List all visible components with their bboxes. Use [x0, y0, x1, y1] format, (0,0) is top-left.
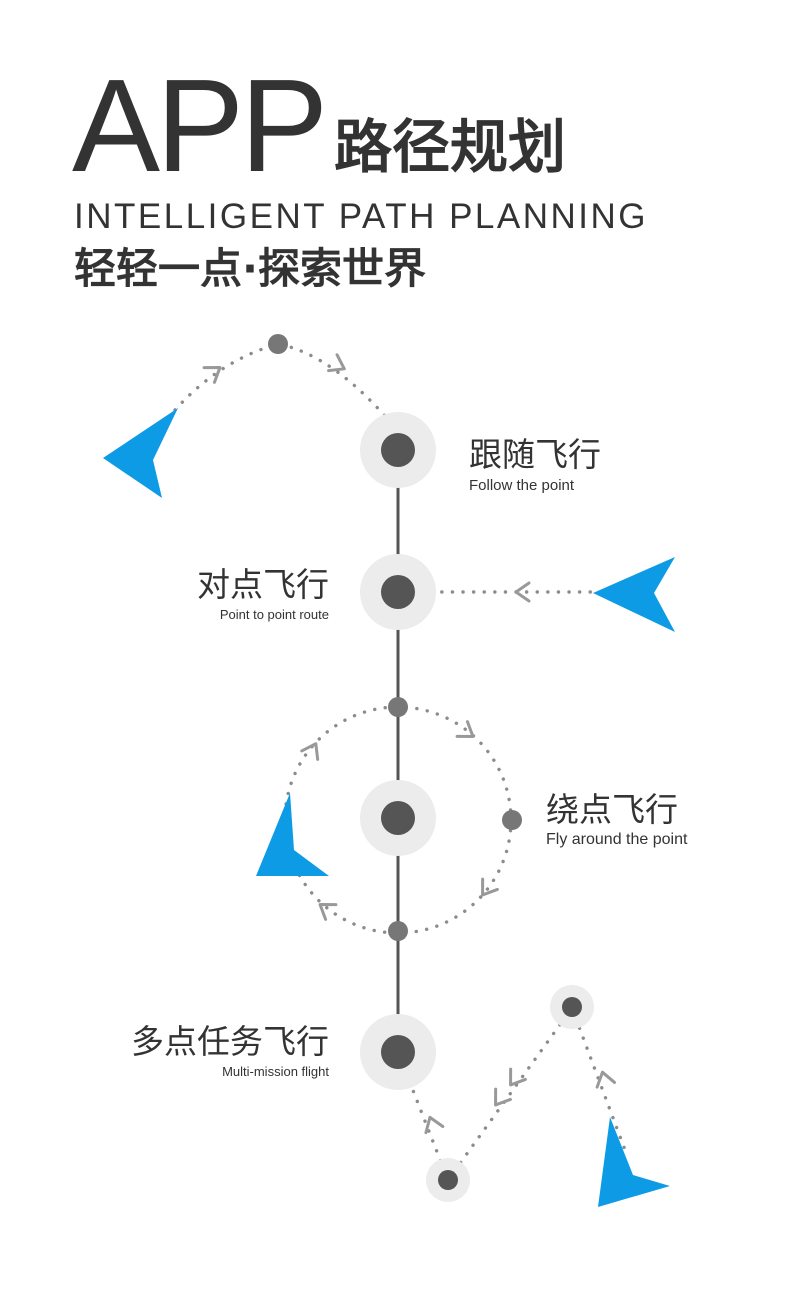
navigation-arrow-icon	[593, 557, 675, 632]
direction-chevron-icon	[481, 877, 499, 897]
feature-title-en: INTELLIGENT PATH PLANNING	[74, 197, 648, 236]
navigation-arrow-icon	[598, 1117, 670, 1207]
waypoint-node-icon	[381, 433, 415, 467]
navigation-arrow-icon	[256, 793, 329, 876]
waypoint-node-icon	[381, 801, 415, 835]
mode-follow-subtitle: Follow the point	[469, 477, 575, 494]
timeline-nodes	[360, 412, 436, 1090]
navigation-arrows	[103, 408, 675, 1207]
direction-chevron-icon	[509, 1067, 527, 1087]
direction-chevron-icon	[202, 366, 222, 384]
direction-chevron-icon	[494, 1087, 512, 1107]
waypoint-node-icon	[388, 921, 408, 941]
waypoint-node-icon	[438, 1170, 458, 1190]
waypoint-node-icon	[381, 575, 415, 609]
direction-chevron-icon	[424, 1115, 445, 1135]
app-title: APP	[72, 52, 328, 199]
waypoint-node-icon	[268, 334, 288, 354]
mode-point-to-point-subtitle: Point to point route	[219, 607, 329, 622]
direction-chevron-icon	[327, 353, 346, 373]
mode-point-to-point: 对点飞行 Point to point route	[197, 568, 329, 621]
slogan: 轻轻一点·探索世界	[74, 244, 426, 293]
navigation-arrow-icon	[103, 408, 178, 498]
mode-point-to-point-title: 对点飞行	[197, 565, 329, 604]
feature-title-cn: 路径规划	[334, 113, 567, 181]
direction-chevron-icon	[595, 1070, 617, 1089]
mode-orbit: 绕点飞行 Fly around the point	[546, 793, 687, 848]
small-waypoints	[268, 334, 594, 1202]
direction-chevron-icon	[514, 581, 531, 603]
mode-follow: 跟随飞行 Follow the point	[469, 438, 601, 493]
mode-orbit-title: 绕点飞行	[546, 790, 678, 829]
direction-chevron-icon	[318, 903, 338, 921]
mode-multi-mission-subtitle: Multi-mission flight	[222, 1064, 329, 1079]
waypoint-node-icon	[502, 810, 522, 830]
waypoint-node-icon	[562, 997, 582, 1017]
direction-chevron-icon	[455, 720, 475, 738]
direction-chevron-icon	[300, 742, 320, 761]
mode-orbit-subtitle: Fly around the point	[546, 831, 688, 848]
follow-path	[173, 342, 399, 432]
waypoint-node-icon	[381, 1035, 415, 1069]
waypoint-node-icon	[388, 697, 408, 717]
mode-multi-mission-title: 多点任务飞行	[131, 1022, 329, 1061]
mode-multi-mission: 多点任务飞行 Multi-mission flight	[131, 1025, 329, 1078]
multi-mission-path	[396, 1004, 627, 1184]
mode-follow-title: 跟随飞行	[469, 435, 601, 474]
direction-chevrons	[202, 353, 617, 1135]
